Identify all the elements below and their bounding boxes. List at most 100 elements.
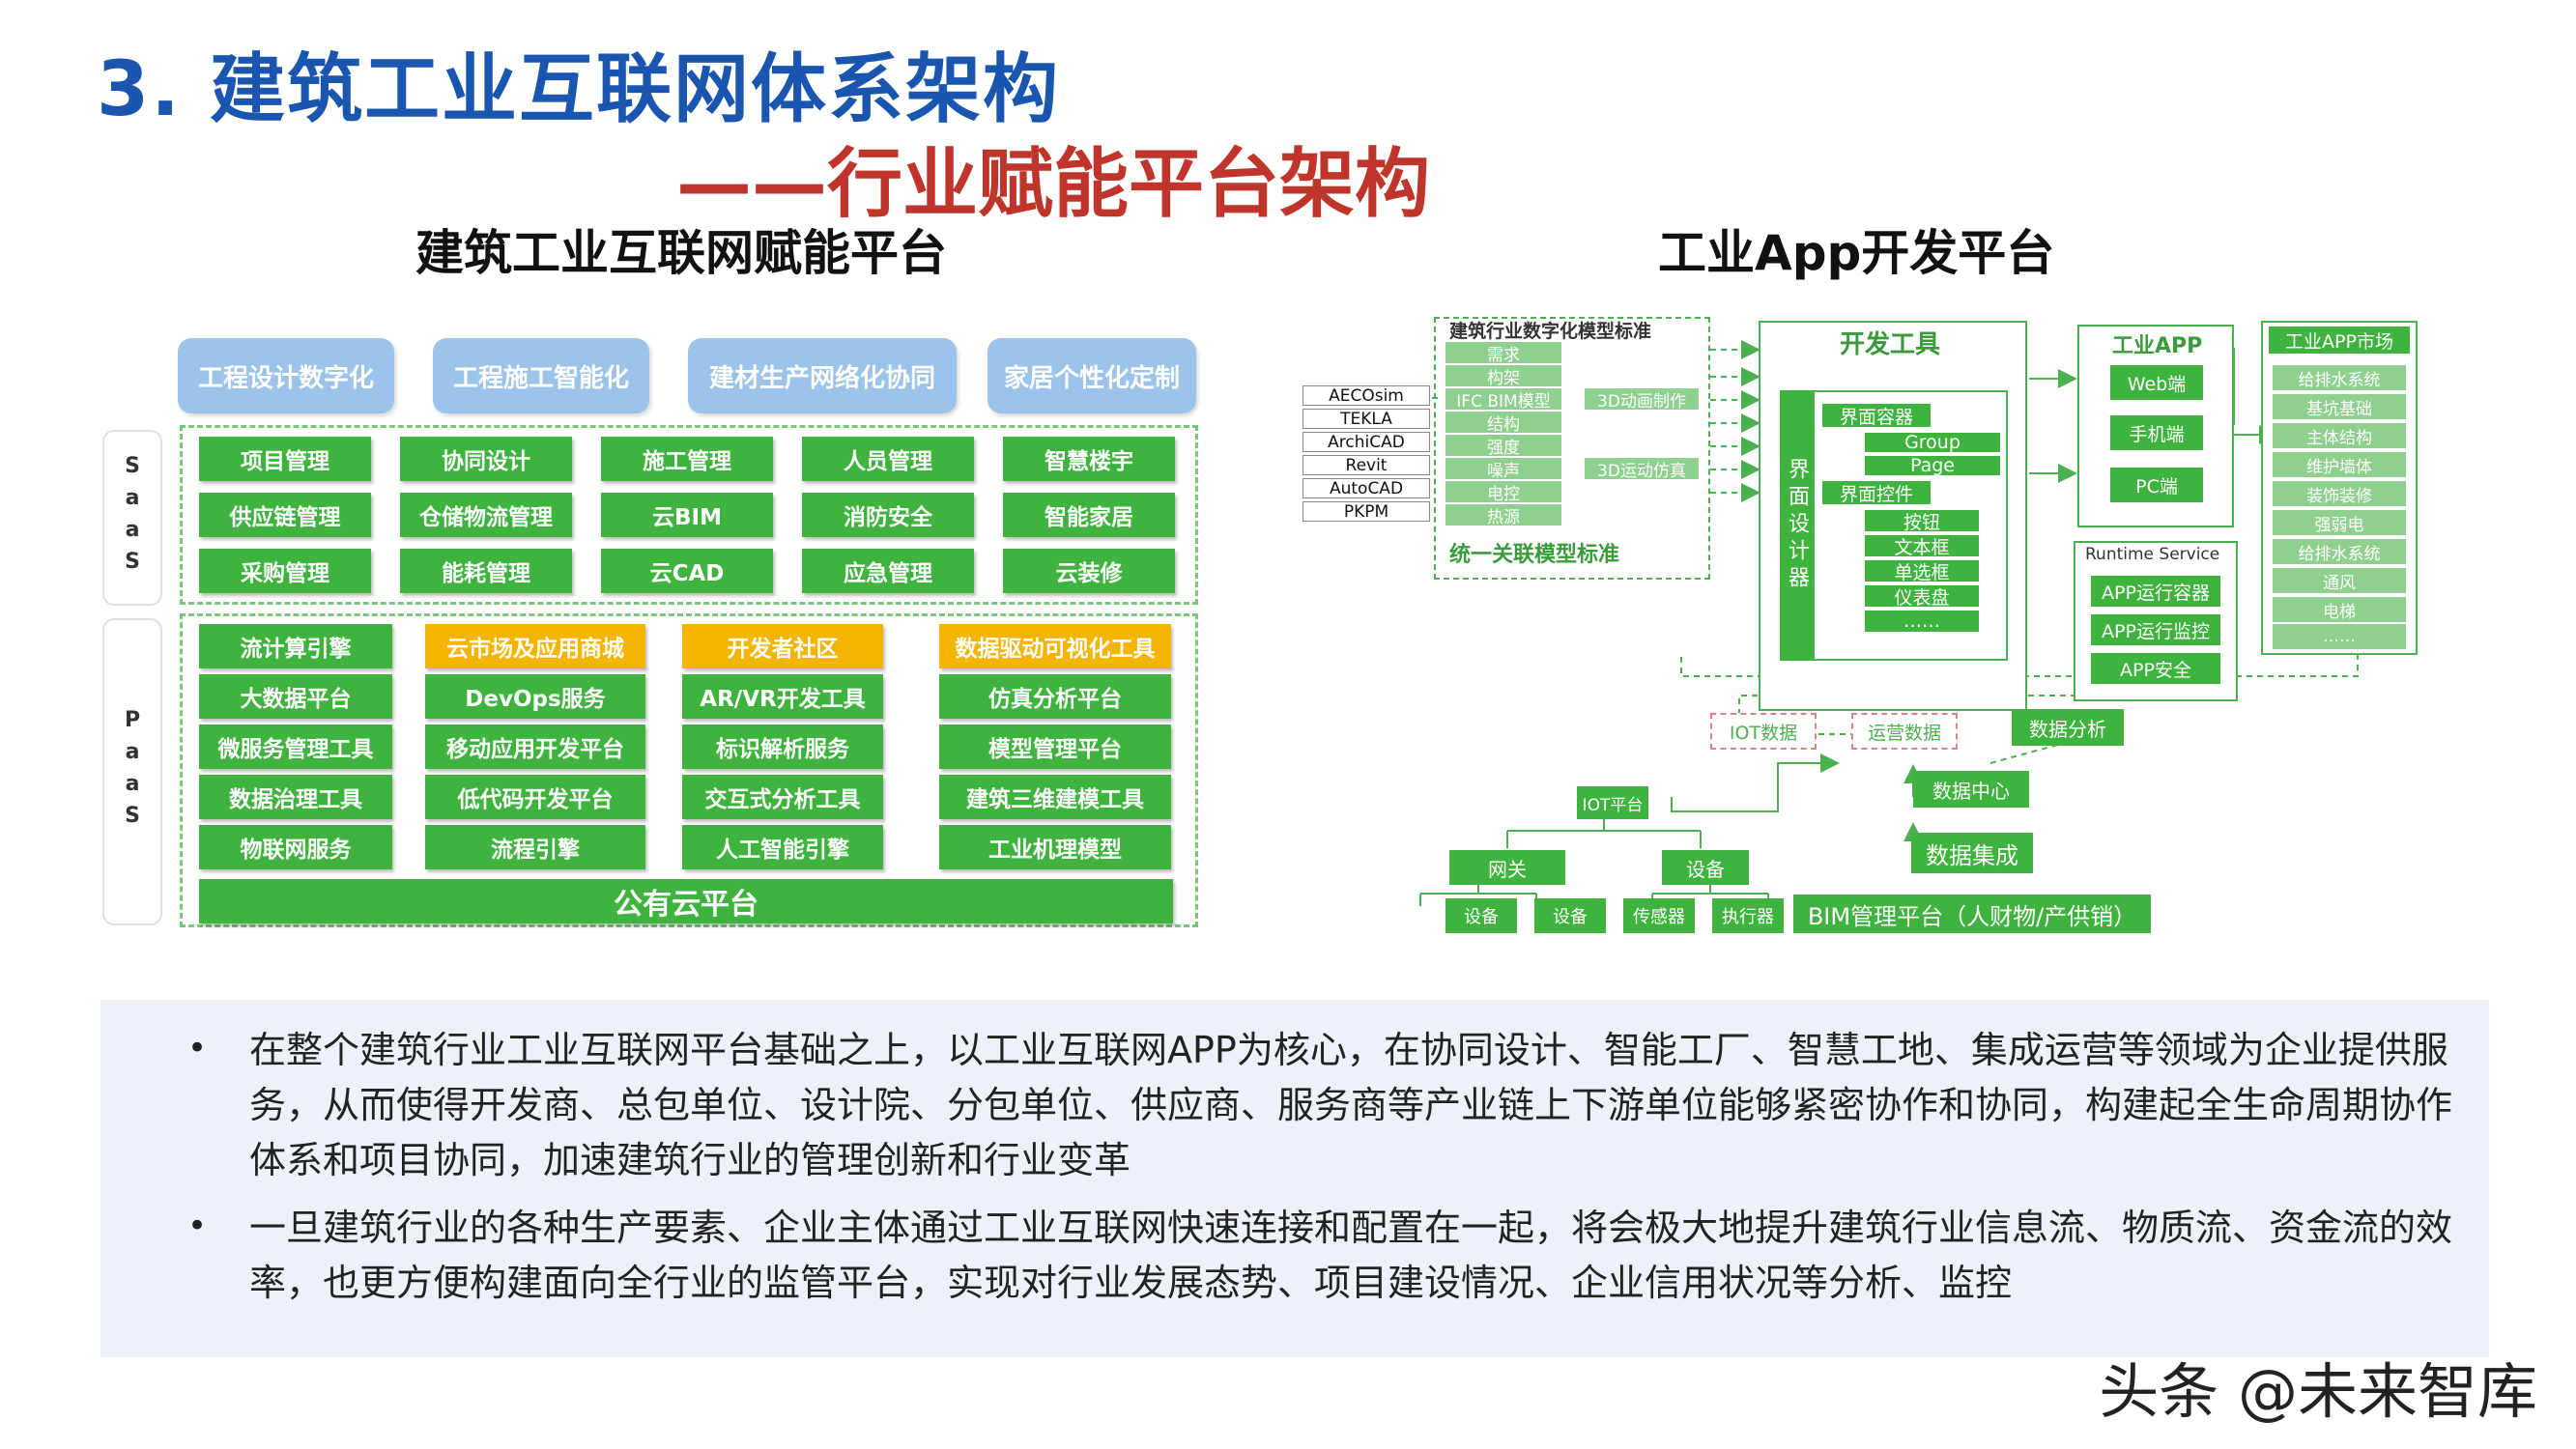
paas-item-highlight: 开发者社区 <box>682 624 883 668</box>
industrial-app-title: 工业APP <box>2112 334 2203 358</box>
ui-control-item: 按钮 <box>1865 510 1979 533</box>
paas-item: 交互式分析工具 <box>682 775 883 819</box>
standard-item: 电控 <box>1445 481 1561 504</box>
ui-control-item: 仪表盘 <box>1865 585 1979 609</box>
paas-item: 移动应用开发平台 <box>425 724 645 769</box>
market-item: 装饰装修 <box>2273 481 2406 506</box>
page-title: 3. 建筑工业互联网体系架构 <box>97 46 1061 133</box>
paas-item: 低代码开发平台 <box>425 775 645 819</box>
ops-data-tag: 运营数据 <box>1851 713 1958 750</box>
paas-label: PaaS <box>102 618 162 925</box>
model-standard-box <box>1434 317 1710 580</box>
app-market-title: 工业APP市场 <box>2269 327 2410 354</box>
data-integration-tag: 数据集成 <box>1911 833 2033 873</box>
top-box-materials: 建材生产网络化协同 <box>688 338 957 413</box>
paas-item: 工业机理模型 <box>939 825 1171 869</box>
software-item: TEKLA <box>1302 409 1430 429</box>
standard-item: 噪声 <box>1445 458 1561 481</box>
runtime-title: Runtime Service <box>2085 545 2220 564</box>
bottom-device-item: 传感器 <box>1623 898 1695 933</box>
top-box-home: 家居个性化定制 <box>987 338 1196 413</box>
paas-item: 微服务管理工具 <box>199 724 392 769</box>
right-diagram-heading: 工业App开发平台 <box>1658 225 2055 281</box>
saas-item: 协同设计 <box>400 437 572 481</box>
public-cloud-bar: 公有云平台 <box>199 879 1173 923</box>
standard-item: 需求 <box>1445 342 1561 365</box>
ui-designer-label: 界面设计器 <box>1780 390 1813 661</box>
market-item: 通风 <box>2273 568 2406 593</box>
paas-item: 模型管理平台 <box>939 724 1171 769</box>
device-tag: 设备 <box>1662 850 1749 885</box>
bullet-text: 一旦建筑行业的各种生产要素、企业主体通过工业互联网快速连接和配置在一起，将会极大… <box>249 1207 2453 1304</box>
market-item: 电梯 <box>2273 597 2406 622</box>
saas-item: 仓储物流管理 <box>400 493 572 537</box>
market-item: 维护墙体 <box>2273 452 2406 477</box>
ui-control-item: 单选框 <box>1865 560 1979 583</box>
paas-item: 建筑三维建模工具 <box>939 775 1171 819</box>
runtime-item: APP安全 <box>2091 653 2220 684</box>
bullet-symbol: • <box>187 1029 208 1067</box>
saas-item: 人员管理 <box>802 437 974 481</box>
bullet-item: • 一旦建筑行业的各种生产要素、企业主体通过工业互联网快速连接和配置在一起，将会… <box>187 1201 2497 1317</box>
saas-item: 能耗管理 <box>400 549 572 593</box>
bottom-device-item: 执行器 <box>1712 898 1784 933</box>
market-item: 给排水系统 <box>2273 365 2406 390</box>
top-box-design: 工程设计数字化 <box>178 338 394 413</box>
standard-item: 结构 <box>1445 412 1561 435</box>
saas-item: 云BIM <box>601 493 773 537</box>
paas-item: 流程引擎 <box>425 825 645 869</box>
saas-label: SaaS <box>102 430 162 606</box>
ui-page: Page <box>1865 455 2000 476</box>
saas-item: 智慧楼宇 <box>1003 437 1175 481</box>
runtime-item: APP运行监控 <box>2091 614 2220 645</box>
software-item: PKPM <box>1302 501 1430 522</box>
market-item: 基坑基础 <box>2273 394 2406 419</box>
software-item: AECOsim <box>1302 385 1430 406</box>
page-subtitle: ——行业赋能平台架构 <box>676 141 1431 228</box>
standard-tag: 3D运动仿真 <box>1585 458 1699 481</box>
saas-item: 供应链管理 <box>199 493 371 537</box>
bullet-text: 在整个建筑行业工业互联网平台基础之上，以工业互联网APP为核心，在协同设计、智能… <box>249 1029 2453 1181</box>
paas-item: 仿真分析平台 <box>939 674 1171 719</box>
market-item: 给排水系统 <box>2273 539 2406 564</box>
gateway-tag: 网关 <box>1449 850 1565 885</box>
bim-platform-tag: BIM管理平台（人财物/产供销） <box>1793 895 2151 933</box>
saas-item: 云CAD <box>601 549 773 593</box>
dev-tools-title: 开发工具 <box>1840 330 1941 359</box>
bullet-symbol: • <box>187 1207 208 1245</box>
data-analysis-tag: 数据分析 <box>2012 709 2124 746</box>
standard-item: 强度 <box>1445 435 1561 458</box>
summary-panel: • 在整个建筑行业工业互联网平台基础之上，以工业互联网APP为核心，在协同设计、… <box>100 1000 2489 1357</box>
saas-item: 消防安全 <box>802 493 974 537</box>
left-diagram-heading: 建筑工业互联网赋能平台 <box>415 225 947 281</box>
paas-item: 数据治理工具 <box>199 775 392 819</box>
market-item: 主体结构 <box>2273 423 2406 448</box>
market-item: 强弱电 <box>2273 510 2406 535</box>
software-item: AutoCAD <box>1302 478 1430 498</box>
paas-item: DevOps服务 <box>425 674 645 719</box>
runtime-item: APP运行容器 <box>2091 576 2220 607</box>
app-pc: PC端 <box>2110 468 2203 502</box>
saas-item: 智能家居 <box>1003 493 1175 537</box>
saas-item: 应急管理 <box>802 549 974 593</box>
software-item: ArchiCAD <box>1302 432 1430 452</box>
paas-item: 流计算引擎 <box>199 624 392 668</box>
saas-item: 施工管理 <box>601 437 773 481</box>
paas-item: 人工智能引擎 <box>682 825 883 869</box>
watermark-text: 头条 @未来智库 <box>2099 1356 2537 1427</box>
bullet-item: • 在整个建筑行业工业互联网平台基础之上，以工业互联网APP为核心，在协同设计、… <box>187 1023 2497 1187</box>
ui-control: 界面控件 <box>1822 481 1931 505</box>
standard-item: IFC BIM模型 <box>1445 388 1561 412</box>
data-center-tag: 数据中心 <box>1913 771 2029 808</box>
paas-item: AR/VR开发工具 <box>682 674 883 719</box>
app-mobile: 手机端 <box>2110 415 2203 450</box>
saas-item: 云装修 <box>1003 549 1175 593</box>
saas-area <box>180 425 1198 605</box>
app-web: Web端 <box>2110 365 2203 400</box>
iot-platform-tag: IOT平台 <box>1577 786 1648 819</box>
paas-item: 大数据平台 <box>199 674 392 719</box>
model-standard-footer: 统一关联模型标准 <box>1449 543 1620 567</box>
model-standard-title: 建筑行业数字化模型标准 <box>1449 321 1652 342</box>
paas-item-highlight: 数据驱动可视化工具 <box>939 624 1171 668</box>
bottom-device-item: 设备 <box>1445 898 1517 933</box>
